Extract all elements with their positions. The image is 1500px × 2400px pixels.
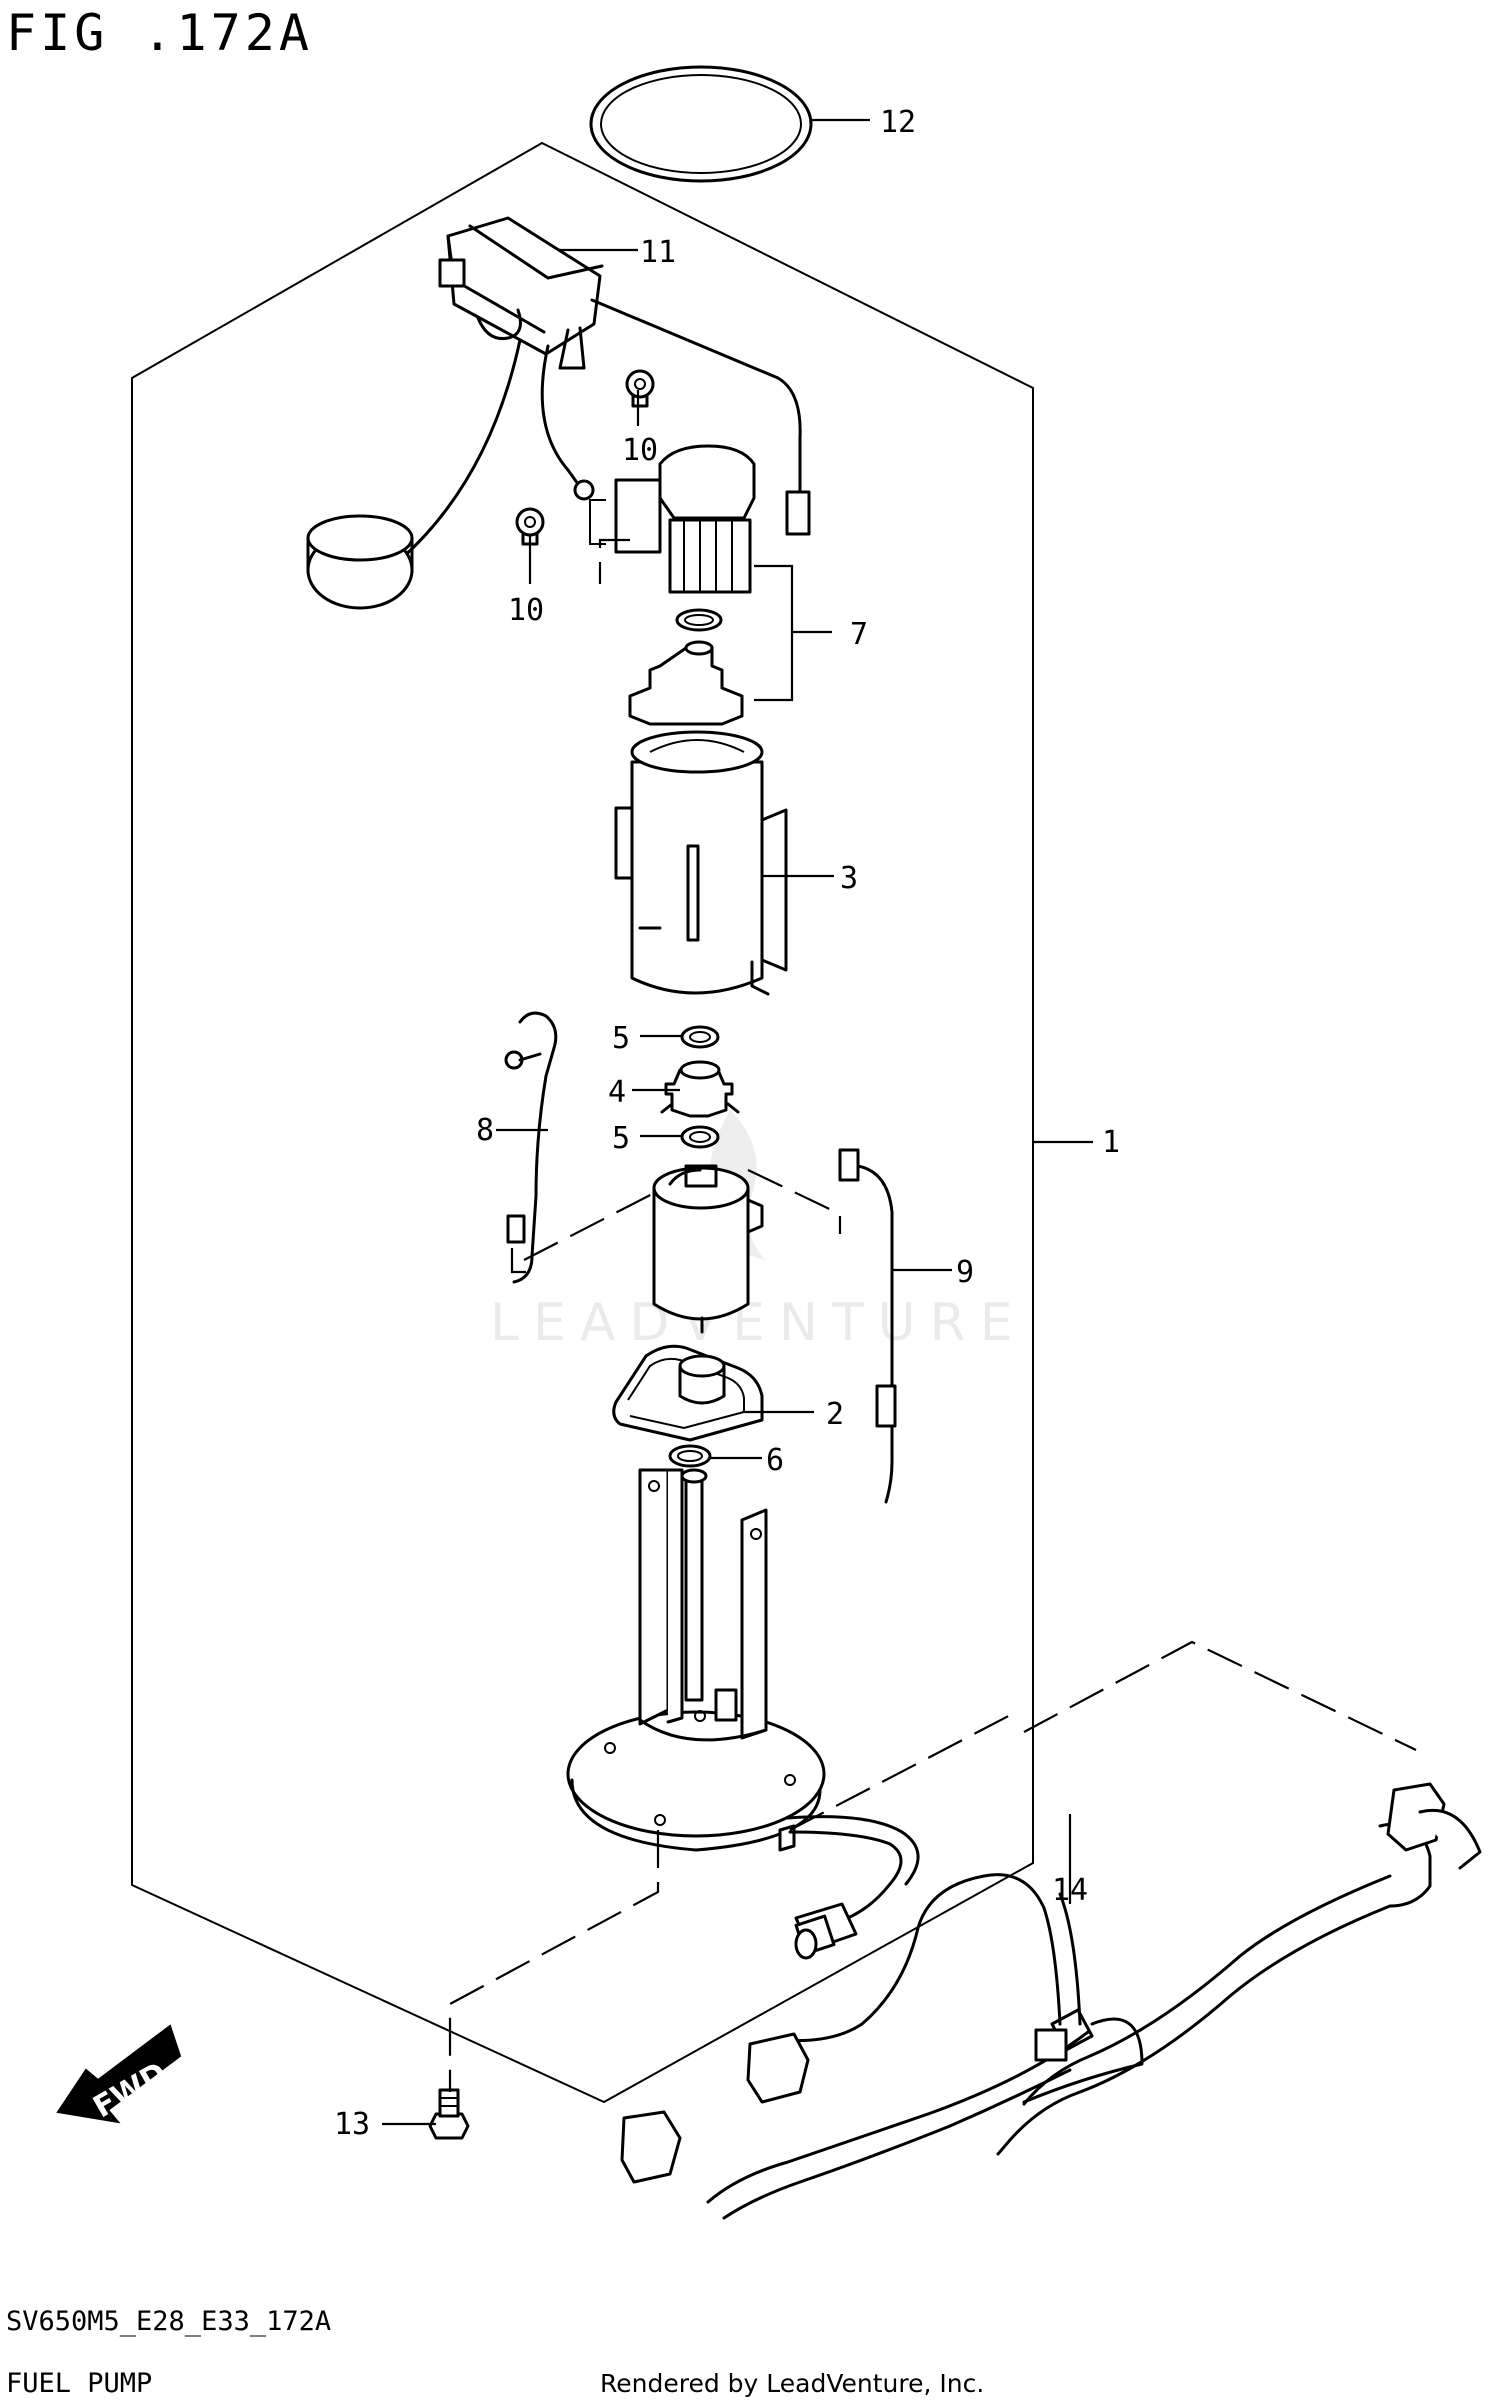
part-9-wire-lead[interactable]	[838, 1148, 897, 1504]
fwd-direction-arrow: FWD	[56, 2024, 182, 2125]
part-10-screw-small[interactable]	[573, 479, 595, 501]
callout-6[interactable]: 6	[766, 1443, 784, 1478]
leadventure-watermark: LEADVENTURE	[490, 1110, 1027, 1353]
callout-1[interactable]: 1	[1102, 1125, 1120, 1160]
callout-leaders	[382, 118, 1093, 2126]
callout-3[interactable]: 3	[840, 861, 858, 896]
assembly-1-outline	[131, 141, 1034, 2104]
fuel-pump-motor[interactable]	[652, 1164, 764, 1334]
part-10-screw-upper[interactable]	[625, 369, 655, 408]
part-5-o-ring-upper[interactable]	[680, 1025, 720, 1049]
part-13-bolt[interactable]	[428, 2088, 470, 2140]
callout-10-upper[interactable]: 10	[622, 433, 658, 468]
callout-10-lower[interactable]: 10	[508, 593, 544, 628]
part-3-pump-holder[interactable]	[614, 730, 788, 996]
pump-harness-connector[interactable]	[786, 1815, 920, 1960]
callout-4[interactable]: 4	[608, 1075, 626, 1110]
figure-title: FIG .172A	[6, 4, 313, 62]
part-5-o-ring-lower[interactable]	[680, 1125, 720, 1149]
alignment-lines	[448, 538, 1417, 2092]
callout-labels: 12 11 10 10 7 3 5 4 5 8 1 9 2 6 14 13	[334, 105, 1120, 2142]
rendered-by-credit: Rendered by LeadVenture, Inc.	[600, 2369, 984, 2398]
callout-5-lower[interactable]: 5	[612, 1121, 630, 1156]
part-6-o-ring[interactable]	[668, 1444, 712, 1468]
part-8-wire-lead[interactable]	[504, 1011, 558, 1284]
part-12-gasket[interactable]	[589, 65, 813, 183]
callout-13[interactable]: 13	[334, 2107, 370, 2142]
callout-8[interactable]: 8	[476, 1113, 494, 1148]
part-2-mounting-plate[interactable]	[612, 1344, 764, 1442]
callout-14[interactable]: 14	[1052, 1873, 1088, 1908]
callout-9[interactable]: 9	[956, 1255, 974, 1290]
section-name: FUEL PUMP	[6, 2368, 152, 2399]
part-10-screw-lower[interactable]	[515, 507, 545, 546]
pump-base-bracket[interactable]	[566, 1468, 826, 1852]
callout-5-upper[interactable]: 5	[612, 1021, 630, 1056]
callout-7[interactable]: 7	[850, 617, 868, 652]
part-7-pressure-regulator[interactable]	[589, 444, 756, 726]
part-11-fuel-level-sender[interactable]	[306, 216, 811, 610]
callout-12[interactable]: 12	[880, 105, 916, 140]
part-14-fuel-hose[interactable]	[620, 1782, 1482, 2220]
watermark-text: LEADVENTURE	[490, 1293, 1027, 1353]
diagram-code: SV650M5_E28_E33_172A	[6, 2306, 331, 2337]
part-4-pump-cap[interactable]	[660, 1060, 740, 1118]
callout-11[interactable]: 11	[640, 235, 676, 270]
callout-2[interactable]: 2	[826, 1397, 844, 1432]
